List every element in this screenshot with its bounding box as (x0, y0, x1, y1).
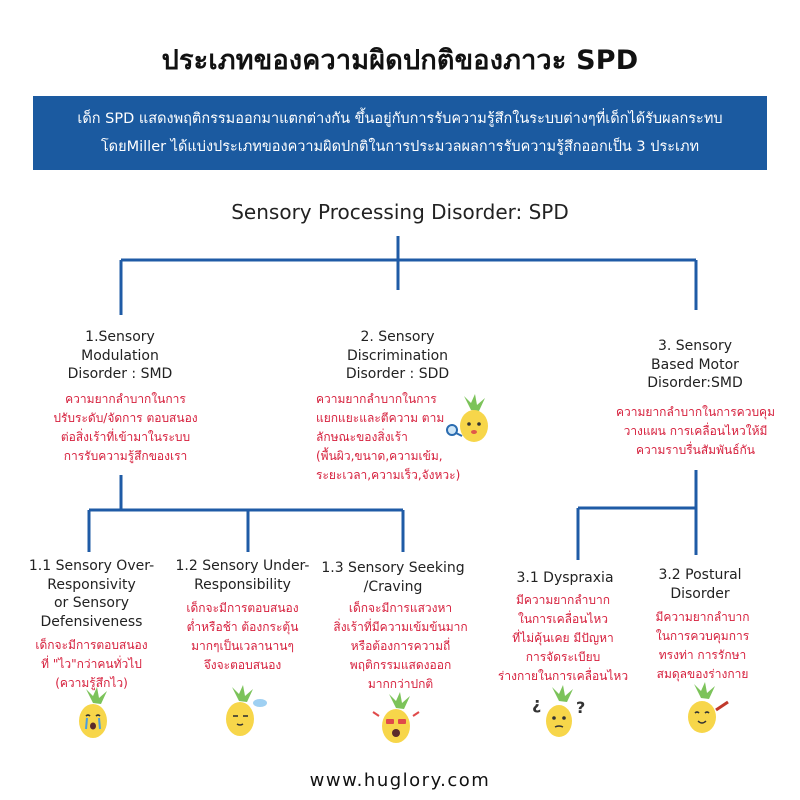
category-1-title-line: Disorder : SMD (67, 366, 173, 382)
subtype-1-2-desc-line: ต่ำหรือช้า ต้องกระตุ้น (186, 620, 299, 634)
category-1-description: ความยากลำบากในการ ปรับระดับ/จัดการ ตอบสน… (38, 390, 213, 466)
subtype-3-1-description: มีความยากลำบาก ในการเคลื่อนไหว ที่ไม่คุ้… (478, 591, 648, 686)
category-2-description: ความยากลำบากในการ แยกแยะและตีความ ตาม ลั… (316, 390, 476, 485)
subtype-1-1-title-line: 1.1 Sensory Over- (28, 558, 155, 574)
category-3-title-line: Disorder:SMD (647, 375, 743, 391)
subtype-1-3-desc-line: เด็กจะมีการแสวงหา (348, 601, 453, 615)
subtype-1-2-title-line: 1.2 Sensory Under- (175, 558, 310, 574)
subtype-3-2-title: 3.2 Postural Disorder (640, 566, 760, 603)
category-3-desc-line: ความยากลำบากในการควบคุม (616, 405, 775, 419)
category-1-title-line: 1.Sensory (85, 329, 155, 345)
subtype-3-1-desc-line: การจัดระเบียบ (525, 650, 601, 664)
subtype-1-3-desc-line: สิ่งเร้าที่มีความเข้มข้นมาก (333, 620, 468, 634)
category-3-description: ความยากลำบากในการควบคุม วางแผน การเคลื่อ… (598, 403, 793, 460)
subtype-3-2-desc-line: ในการควบคุมการ (655, 629, 750, 643)
category-2-desc-line: ความยากลำบากในการ (316, 392, 437, 406)
category-1-title-line: Modulation (81, 347, 159, 364)
subtype-3-1-desc-line: ที่ไม่คุ้นเคย มีปัญหา (512, 631, 614, 645)
subtype-1-3-desc-line: มากกว่าปกติ (367, 677, 434, 691)
pineapple-balancing-icon (688, 682, 729, 733)
subtype-1-1-desc-line: (ความรู้สึกไว) (55, 676, 128, 690)
subtype-1-1-title: 1.1 Sensory Over- Responsivity or Sensor… (14, 557, 169, 631)
subtype-1-3-title-line: /Craving (363, 578, 423, 595)
category-2-desc-line: แยกแยะและตีความ ตาม (316, 411, 445, 425)
intro-banner: เด็ก SPD แสดงพฤติกรรมออกมาแตกต่างกัน ขึ้… (33, 96, 767, 170)
category-2-title-line: 2. Sensory (360, 329, 435, 345)
subtype-3-1-desc-line: ร่างกายในการเคลื่อนไหว (497, 669, 629, 683)
category-3-title: 3. Sensory Based Motor Disorder:SMD (620, 337, 770, 393)
intro-line-1: เด็ก SPD แสดงพฤติกรรมออกมาแตกต่างกัน ขึ้… (77, 111, 723, 127)
svg-text:?: ? (576, 698, 585, 717)
subtype-1-2-desc-line: จึงจะตอบสนอง (203, 658, 282, 672)
subtype-1-1-description: เด็กจะมีการตอบสนอง ที่ "ไว"กว่าคนทั่วไป … (14, 636, 169, 693)
subtype-1-2-title-line: Responsibility (194, 576, 291, 593)
subtype-3-1-title: 3.1 Dyspraxia (500, 569, 630, 588)
subtype-1-3-desc-line: พฤติกรรมแสดงออก (349, 658, 452, 672)
pineapple-excited-icon (372, 692, 420, 743)
subtype-1-1-title-line: Defensiveness (40, 613, 143, 630)
subtype-1-2-description: เด็กจะมีการตอบสนอง ต่ำหรือช้า ต้องกระตุ้… (170, 599, 315, 675)
subtype-1-1-title-line: Responsivity (47, 576, 136, 593)
category-1-desc-line: การรับความรู้สึกของเรา (63, 449, 188, 463)
category-2-title-line: Disorder : SDD (345, 366, 450, 382)
category-1-desc-line: ปรับระดับ/จัดการ ตอบสนอง (53, 411, 198, 425)
subtype-3-2-title-line: Disorder (670, 585, 730, 602)
pineapple-crying-icon (79, 687, 107, 738)
subtype-1-3-desc-line: หรือต้องการความถี่ (350, 639, 451, 653)
subtype-3-2-description: มีความยากลำบาก ในการควบคุมการ ทรงท่า การ… (630, 608, 775, 684)
category-1-desc-line: ความยากลำบากในการ (65, 392, 186, 406)
subtype-1-1-title-line: or Sensory (53, 595, 130, 611)
category-2-title-line: Discrimination (346, 347, 449, 364)
subtype-3-2-title-line: 3.2 Postural (658, 567, 742, 583)
category-1-title: 1.Sensory Modulation Disorder : SMD (45, 328, 195, 384)
intro-line-2: โดยMiller ได้แบ่งประเภทของความผิดปกติในก… (100, 139, 700, 155)
pineapple-confused-icon: ¿ ? (532, 685, 585, 737)
subtype-1-2-title: 1.2 Sensory Under- Responsibility (170, 557, 315, 594)
category-2-desc-line: ลักษณะของสิ่งเร้า (316, 430, 408, 444)
category-2-desc-line: (พื้นผิว,ขนาด,ความเข้ม, (316, 449, 443, 463)
category-3-title-line: 3. Sensory (657, 338, 733, 354)
subtype-1-2-desc-line: เด็กจะมีการตอบสนอง (186, 601, 299, 615)
subtype-1-1-desc-line: เด็กจะมีการตอบสนอง (35, 638, 148, 652)
svg-text:¿: ¿ (532, 694, 541, 713)
subtype-1-3-title-line: 1.3 Sensory Seeking (321, 560, 465, 576)
category-1-desc-line: ต่อสิ่งเร้าที่เข้ามาในระบบ (60, 430, 191, 444)
root-node-label: Sensory Processing Disorder: SPD (231, 200, 569, 224)
category-3-desc-line: วางแผน การเคลื่อนไหวให้มี (623, 424, 768, 438)
subtype-3-1-title-line: 3.1 Dyspraxia (516, 570, 614, 586)
category-2-desc-line: ระยะเวลา,ความเร็ว,จังหวะ) (316, 468, 461, 482)
category-2-title: 2. Sensory Discrimination Disorder : SDD (320, 328, 475, 384)
category-3-desc-line: ความราบรื่นสัมพันธ์กัน (635, 443, 755, 457)
subtype-3-1-desc-line: ในการเคลื่อนไหว (517, 612, 609, 626)
category-3-title-line: Based Motor (651, 356, 739, 373)
pineapple-magnifier-icon (446, 394, 488, 442)
footer-website: www.huglory.com (309, 770, 491, 791)
subtype-3-1-desc-line: มีความยากลำบาก (515, 593, 611, 607)
pineapple-sleepy-icon (226, 685, 267, 736)
subtype-3-2-desc-line: สมดุลของร่างกาย (656, 667, 749, 681)
page-title: ประเภทของความผิดปกติของภาวะ SPD (161, 45, 639, 76)
subtype-1-3-title: 1.3 Sensory Seeking /Craving (318, 559, 468, 596)
subtype-3-2-desc-line: มีความยากลำบาก (655, 610, 750, 624)
subtype-1-3-description: เด็กจะมีการแสวงหา สิ่งเร้าที่มีความเข้มข… (318, 599, 483, 694)
subtype-1-2-desc-line: มากๆเป็นเวลานานๆ (191, 639, 294, 653)
subtype-1-1-desc-line: ที่ "ไว"กว่าคนทั่วไป (41, 657, 142, 671)
subtype-3-2-desc-line: ทรงท่า การรักษา (658, 648, 747, 662)
